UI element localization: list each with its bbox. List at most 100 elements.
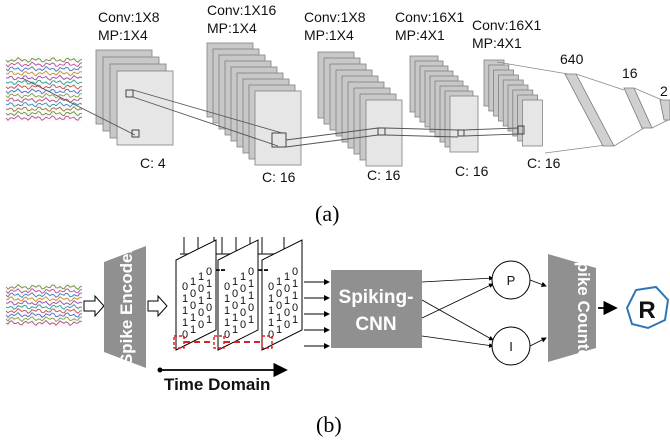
eeg-trace: [5, 311, 83, 319]
time-axis-origin: [157, 367, 163, 373]
eeg-trace: [5, 92, 83, 99]
spike-bit: 0: [248, 266, 254, 278]
result-label: R: [638, 297, 655, 324]
spike-bit: 1: [224, 305, 230, 317]
spike-bit: 0: [232, 300, 238, 312]
eeg-signal-image-b: [5, 283, 83, 327]
neuron-to-counter-arrows: [529, 279, 547, 347]
spike-bit: 1: [198, 271, 204, 283]
spike-bit: 1: [232, 324, 238, 336]
spike-matrix-2: [217, 239, 259, 351]
spike-bit: 1: [206, 278, 212, 290]
dash-separator-1: --: [215, 261, 226, 278]
time-step-selection: [173, 335, 273, 349]
eeg-trace: [5, 88, 83, 95]
eeg-trace: [5, 101, 83, 108]
spike-bit: 1: [268, 305, 274, 317]
spike-bit: 1: [268, 317, 274, 329]
spike-matrix-3: [261, 239, 303, 351]
feature-map-stacks: [95, 42, 543, 167]
spike-bit: 0: [206, 302, 212, 314]
spike-bit: 0: [248, 302, 254, 314]
eeg-trace: [5, 61, 83, 68]
eeg-trace: [5, 303, 83, 310]
eeg-trace: [5, 291, 83, 299]
spike-bit: 0: [224, 329, 230, 341]
feature-map-5: [522, 99, 543, 147]
fc-layer-640: [564, 73, 615, 147]
spike-bit: 0: [240, 307, 246, 319]
layer5-mp-label: MP:4X1: [472, 35, 522, 51]
layer5-conv-label: Conv:16X1: [472, 17, 541, 33]
spike-matrices: 0111010011101000110101110100111010001101…: [175, 239, 303, 351]
spike-bit: 1: [206, 290, 212, 302]
spike-bit: 0: [182, 329, 188, 341]
spike-bit: 1: [182, 305, 188, 317]
spike-bit: 1: [224, 293, 230, 305]
spike-bit: 0: [240, 283, 246, 295]
time-domain-label: Time Domain: [164, 375, 270, 394]
layer2-conv-label: Conv:1X16: [207, 2, 276, 18]
spike-bit: 1: [240, 295, 246, 307]
panel-b-caption: (b): [316, 412, 342, 437]
fc-layer-2: [659, 99, 670, 121]
spike-bit: 0: [198, 307, 204, 319]
spiking-cnn-block: [331, 270, 422, 348]
spike-bit: 0: [182, 281, 188, 293]
spike-bit: 0: [284, 319, 290, 331]
layer4-conv-label: Conv:16X1: [395, 9, 464, 25]
layer1-channels-label: C: 4: [140, 155, 166, 171]
spike-bit: 1: [284, 295, 290, 307]
feature-map-4: [449, 95, 479, 153]
spike-bit: 1: [190, 324, 196, 336]
spike-bit: 1: [240, 271, 246, 283]
receptive-field-lines: [21, 77, 525, 148]
spike-encoder-block: [104, 246, 146, 368]
dash-separator-2: --: [258, 261, 269, 278]
neuron-p-label: P: [507, 273, 516, 288]
spike-bit: 1: [206, 314, 212, 326]
fc-16-label: 16: [622, 65, 638, 81]
eeg-trace: [5, 65, 83, 73]
eeg-trace: [5, 110, 82, 117]
spike-bit: 0: [198, 319, 204, 331]
fully-connected-layers: [496, 61, 670, 154]
spike-bit: 1: [292, 290, 298, 302]
panel-a: Conv:1X8 MP:1X4 Conv:1X16 MP:1X4 Conv:1X…: [5, 2, 670, 226]
spike-bit: 0: [190, 300, 196, 312]
eeg-trace: [5, 105, 83, 112]
spike-bit: 1: [182, 317, 188, 329]
spike-bit: 1: [268, 293, 274, 305]
spike-bit: 1: [292, 278, 298, 290]
spike-bit: 0: [190, 288, 196, 300]
spike-bit: 1: [276, 312, 282, 324]
feature-map-3: [365, 99, 403, 167]
neuron-i-label: I: [509, 339, 513, 354]
eeg-trace: [5, 296, 83, 303]
fc-2-label: 2: [660, 83, 668, 99]
spike-bit: 1: [224, 317, 230, 329]
spike-bit: 0: [276, 288, 282, 300]
spiking-cnn-label-line1: Spiking-: [339, 287, 414, 308]
layer3-mp-label: MP:1X4: [304, 27, 354, 43]
spike-bit: 1: [248, 290, 254, 302]
layer3-conv-label: Conv:1X8: [304, 9, 366, 25]
spike-matrix-1: [175, 239, 217, 351]
spike-counter-block: [548, 254, 596, 362]
spike-bit: 1: [292, 314, 298, 326]
result-node: [625, 285, 670, 330]
eeg-trace: [5, 299, 83, 307]
encoder-output-arrow: [147, 294, 168, 318]
layer4-channels-label: C: 16: [455, 163, 489, 179]
spike-bit: 1: [284, 271, 290, 283]
spike-bit: 1: [232, 276, 238, 288]
spike-bit: 1: [248, 278, 254, 290]
spike-bit: 0: [292, 302, 298, 314]
feature-map-1: [116, 70, 174, 146]
spike-encoder-label: Spike Encoder: [117, 247, 136, 365]
spike-bit: 1: [276, 276, 282, 288]
layer1-mp-label: MP:1X4: [98, 27, 148, 43]
spike-bit: 0: [276, 300, 282, 312]
spike-bit: 1: [190, 276, 196, 288]
